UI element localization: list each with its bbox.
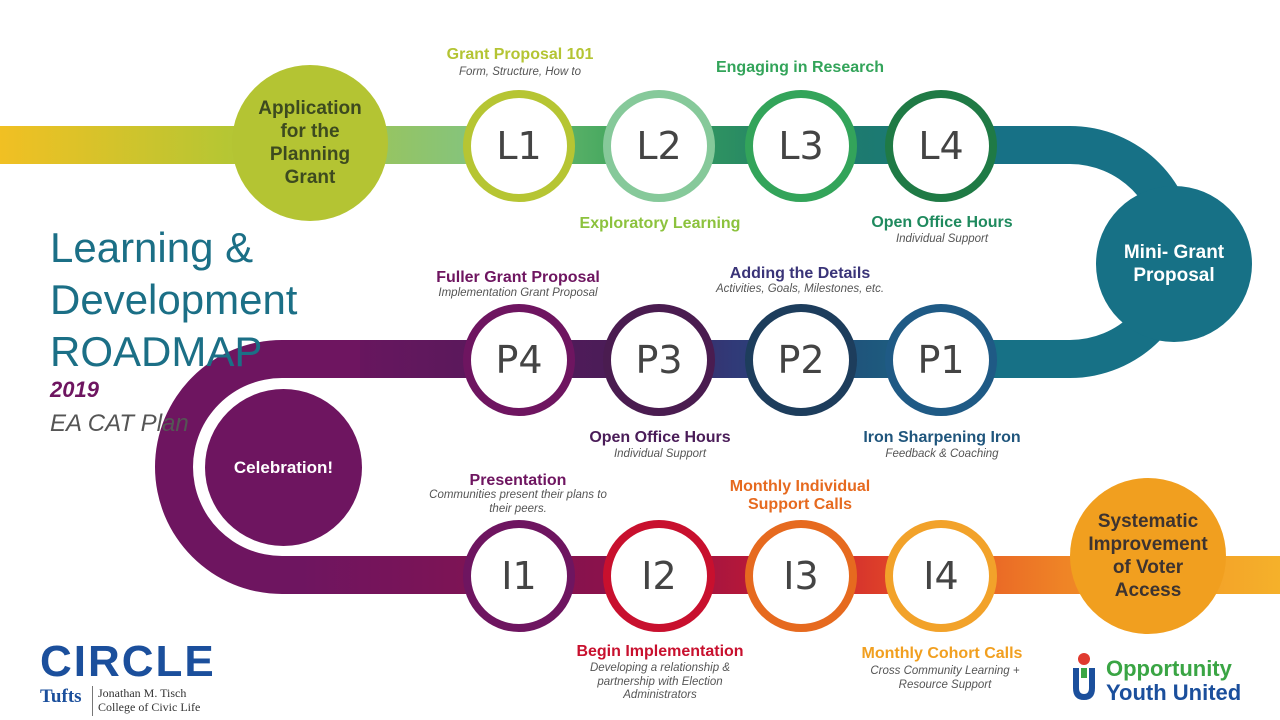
node-p3: P3 [603,304,715,416]
node-p2: P2 [745,304,857,416]
celebration-milestone: Celebration! [205,389,362,546]
roadmap-title-line1: Learning & [50,224,254,271]
iron-sharpening-title: Iron Sharpening Iron [863,429,1021,446]
oyu-logo-icon [1070,652,1098,704]
iron-sharpening-sub: Feedback & Coaching [885,448,999,460]
presentation-title: Presentation [469,472,567,489]
begin-implementation-sub: Developing a relationship & partnership … [589,662,730,701]
adding-details-title: Adding the Details [729,265,871,282]
monthly-cohort-title: Monthly Cohort Calls [861,645,1023,662]
left-curve-track [155,340,360,594]
logo-divider [92,686,93,716]
node-i4: I4 [885,520,997,632]
tisch-line1: Jonathan M. Tisch [98,686,187,700]
roadmap-plan: EA CAT Plan [50,410,189,437]
roadmap-year: 2019 [50,377,99,402]
oyu-line2: Youth United [1106,680,1242,705]
open-office-top-title: Open Office Hours [871,214,1013,231]
tisch-line2: College of Civic Life [98,700,201,714]
node-i2: I2 [603,520,715,632]
node-l1: L1 [463,90,575,202]
open-office-top-sub: Individual Support [895,233,989,245]
circle-logo: CIRCLE [40,637,216,686]
node-l4: L4 [885,90,997,202]
fuller-grant-title: Fuller Grant Proposal [436,269,600,286]
engaging-research-title: Engaging in Research [715,59,885,76]
begin-implementation-title: Begin Implementation [576,643,744,660]
roadmap-title-line3: ROADMAP [50,328,263,375]
node-p1: P1 [885,304,997,416]
node-p4: P4 [463,304,575,416]
exploratory-learning-title: Exploratory Learning [579,215,741,232]
monthly-cohort-sub: Cross Community Learning + Resource Supp… [870,665,1020,691]
tisch-college-text: Jonathan M. Tisch College of Civic Life [98,686,200,714]
mini-grant-milestone: Mini- Grant Proposal [1096,186,1252,342]
node-l2: L2 [603,90,715,202]
systematic-improvement-milestone: Systematic Improvement of Voter Access [1070,478,1226,634]
node-i1: I1 [463,520,575,632]
node-l3: L3 [745,90,857,202]
node-i3: I3 [745,520,857,632]
open-office-mid-sub: Individual Support [613,448,707,460]
grant-proposal-101-title: Grant Proposal 101 [446,46,594,63]
adding-details-sub: Activities, Goals, Milestones, etc. [715,283,885,295]
monthly-individual-title: Monthly Individual Support Calls [729,478,871,513]
open-office-mid-title: Open Office Hours [589,429,731,446]
application-milestone: Application for the Planning Grant [232,65,388,221]
oyu-logo-text: Opportunity Youth United [1106,657,1241,705]
fuller-grant-sub: Implementation Grant Proposal [438,287,598,299]
tufts-logo: Tufts [40,686,82,707]
grant-proposal-101-sub: Form, Structure, How to [458,66,582,78]
oyu-line1: Opportunity [1106,656,1232,681]
roadmap-title-line2: Development [50,276,298,323]
presentation-sub: Communities present their plans to their… [429,489,607,515]
